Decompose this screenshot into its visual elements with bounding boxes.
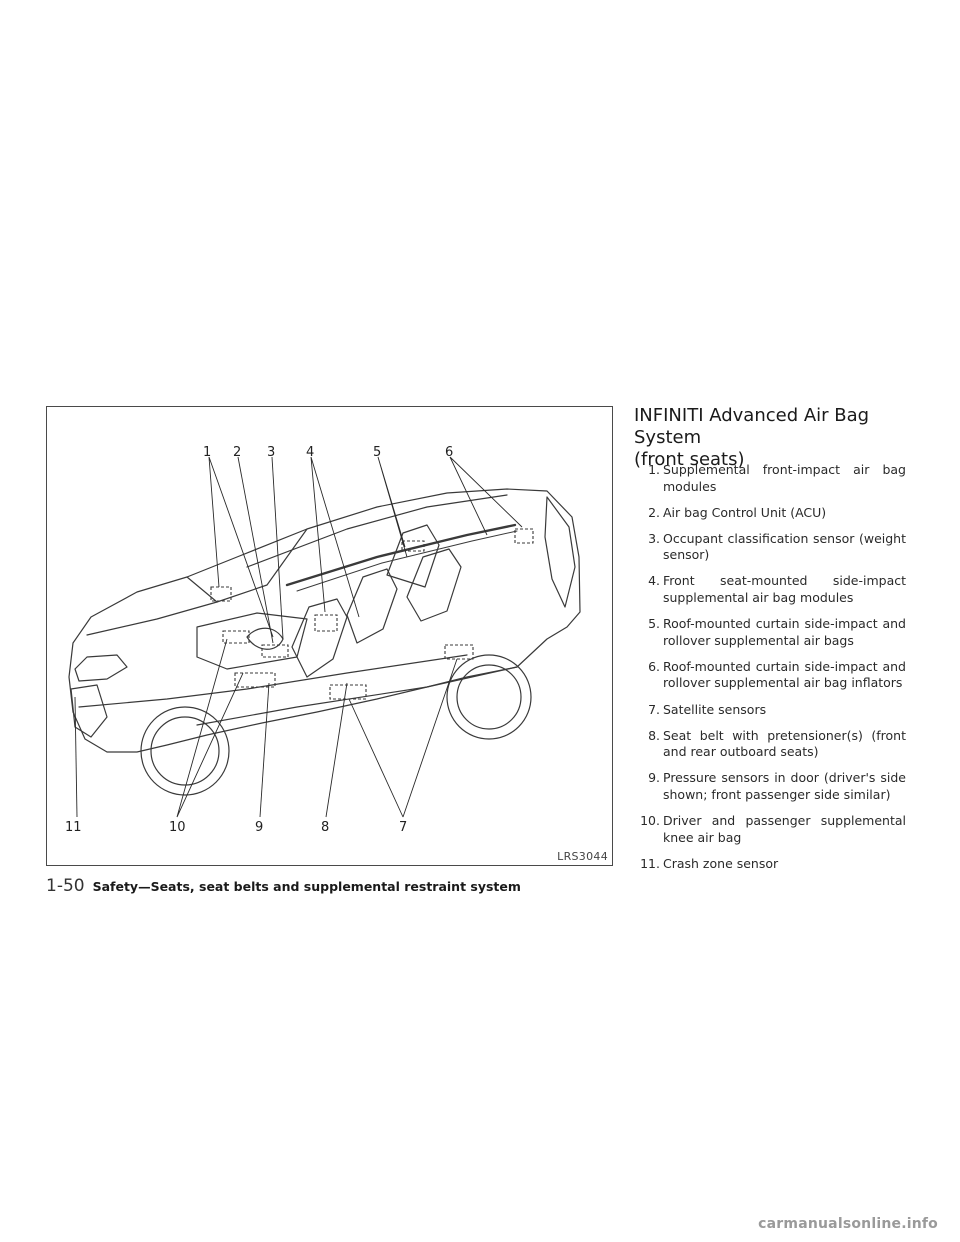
vehicle-airbag-diagram: 1 2 3 4 5 6 11 10 9 8 7 LRS3044 bbox=[46, 406, 613, 866]
leader-1 bbox=[208, 456, 274, 638]
legend-number: 9. bbox=[648, 770, 660, 786]
legend-number: 8. bbox=[648, 727, 660, 743]
rear-seat bbox=[406, 548, 462, 622]
legend-number: 4. bbox=[648, 573, 660, 589]
legend-item: 4.Front seat-mounted side-impact supplem… bbox=[634, 573, 906, 606]
roof-line bbox=[246, 494, 508, 568]
leader-6 bbox=[449, 456, 523, 536]
front-seat-2 bbox=[346, 568, 398, 644]
legend-text: Crash zone sensor bbox=[663, 855, 779, 871]
callout-11: 11 bbox=[65, 820, 82, 835]
dashboard bbox=[196, 612, 308, 670]
component-box-acu bbox=[261, 644, 289, 658]
legend-text: Driver and passenger supplemental knee a… bbox=[663, 813, 906, 845]
callout-9: 9 bbox=[255, 820, 264, 835]
rear-wheel bbox=[446, 654, 532, 740]
component-box-knee-1 bbox=[222, 630, 250, 644]
curtain-airbag bbox=[285, 523, 517, 587]
legend-text: Air bag Control Unit (ACU) bbox=[663, 504, 827, 520]
callout-labels: 1 2 3 4 5 6 11 10 9 8 7 bbox=[47, 407, 614, 867]
callout-1: 1 bbox=[203, 445, 212, 460]
legend-number: 3. bbox=[648, 530, 660, 546]
legend-number: 11. bbox=[640, 855, 660, 871]
legend-text: Roof-mounted curtain side-impact and rol… bbox=[663, 658, 906, 691]
legend-item: 5.Roof-mounted curtain side-impact and r… bbox=[634, 616, 906, 649]
legend-item: 7.Satellite sensors bbox=[634, 702, 906, 719]
leader-3 bbox=[271, 456, 284, 640]
page-footer: 1-50 Safety—Seats, seat belts and supple… bbox=[46, 876, 521, 896]
legend-item: 11.Crash zone sensor bbox=[634, 856, 906, 873]
tail-area bbox=[544, 496, 576, 608]
front-seat bbox=[291, 598, 348, 678]
legend-text: Seat belt with pretensioner(s) (front an… bbox=[663, 727, 906, 760]
legend-number: 6. bbox=[648, 658, 660, 674]
component-box-seat bbox=[314, 614, 338, 632]
section-title-line-1: INFINITI Advanced Air Bag System bbox=[634, 405, 870, 448]
callout-5: 5 bbox=[373, 445, 382, 460]
section-title-line-2: (front seats) bbox=[634, 449, 745, 470]
front-wheel bbox=[140, 706, 230, 796]
component-box-inflator bbox=[514, 528, 534, 544]
legend-text: Front seat-mounted side-impact supplemen… bbox=[663, 573, 906, 606]
component-legend: 1.Supplemental front-impact air bag modu… bbox=[634, 462, 906, 882]
component-box-1 bbox=[210, 586, 232, 602]
legend-item: 10.Driver and passenger supplemental kne… bbox=[634, 813, 906, 846]
watermark: carmanualsonline.info bbox=[758, 1216, 938, 1232]
callout-7: 7 bbox=[399, 820, 408, 835]
leader-10 bbox=[176, 638, 244, 818]
running-head: Safety—Seats, seat belts and supplementa… bbox=[92, 879, 521, 894]
rear-seat-2 bbox=[386, 524, 440, 588]
curtain-airbag-2 bbox=[296, 530, 518, 592]
callout-3: 3 bbox=[267, 445, 276, 460]
leader-9 bbox=[259, 682, 270, 818]
vehicle-body-outline bbox=[68, 488, 581, 753]
callout-8: 8 bbox=[321, 820, 330, 835]
legend-item: 3.Occupant classification sensor (weight… bbox=[634, 531, 906, 564]
figure-code: LRS3044 bbox=[557, 850, 608, 863]
legend-item: 2.Air bag Control Unit (ACU) bbox=[634, 505, 906, 522]
leader-4 bbox=[310, 456, 360, 618]
legend-number: 2. bbox=[648, 504, 660, 520]
headlight bbox=[74, 654, 128, 682]
component-box-satellite-2 bbox=[444, 644, 474, 660]
callout-10: 10 bbox=[169, 820, 186, 835]
legend-number: 10. bbox=[640, 813, 660, 828]
leader-5 bbox=[377, 456, 408, 558]
legend-item: 9.Pressure sensors in door (driver's sid… bbox=[634, 770, 906, 803]
legend-text: Satellite sensors bbox=[663, 701, 767, 717]
leader-8 bbox=[325, 682, 348, 818]
hood-line bbox=[86, 601, 218, 636]
grille bbox=[70, 684, 108, 738]
legend-item: 6.Roof-mounted curtain side-impact and r… bbox=[634, 659, 906, 692]
component-box-satellite-1 bbox=[329, 684, 367, 700]
legend-text: Roof-mounted curtain side-impact and rol… bbox=[663, 616, 906, 648]
component-box-roof bbox=[401, 540, 425, 552]
callout-4: 4 bbox=[306, 445, 315, 460]
legend-item: 1.Supplemental front-impact air bag modu… bbox=[634, 462, 906, 495]
section-title: INFINITI Advanced Air Bag System (front … bbox=[634, 405, 924, 471]
leader-7 bbox=[348, 658, 458, 818]
legend-text: Pressure sensors in door (driver's side … bbox=[663, 770, 906, 802]
legend-number: 5. bbox=[648, 616, 660, 632]
leader-11 bbox=[74, 696, 78, 818]
callout-6: 6 bbox=[445, 445, 454, 460]
legend-text: Occupant classification sensor (weight s… bbox=[663, 530, 906, 563]
leader-2 bbox=[237, 456, 274, 644]
legend-item: 8.Seat belt with pretensioner(s) (front … bbox=[634, 728, 906, 761]
legend-text: Supplemental front-impact air bag module… bbox=[663, 462, 906, 494]
callout-2: 2 bbox=[233, 445, 242, 460]
component-box-sensor bbox=[234, 672, 276, 688]
page-number: 1-50 bbox=[46, 876, 85, 896]
legend-number: 1. bbox=[648, 462, 660, 477]
legend-number: 7. bbox=[648, 701, 660, 717]
sill-line bbox=[196, 666, 518, 726]
windshield-line bbox=[186, 528, 308, 603]
lower-body-line bbox=[78, 654, 468, 708]
vehicle-line-drawing bbox=[68, 456, 581, 818]
